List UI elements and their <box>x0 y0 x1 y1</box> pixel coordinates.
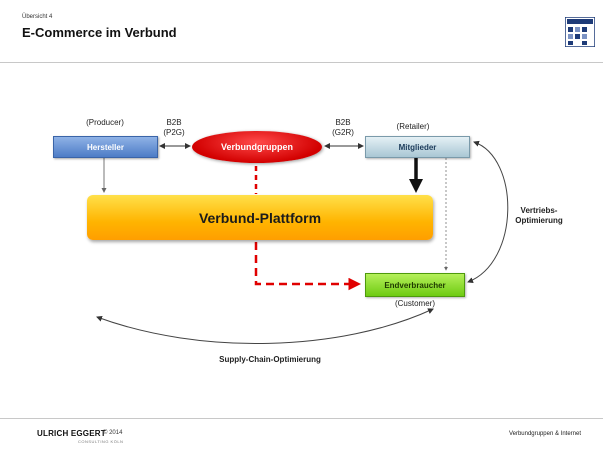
footer-brand: ULRICH EGGERT <box>37 429 106 438</box>
mitglieder-box: Mitglieder <box>365 136 470 158</box>
supply-chain-curve-arrow <box>96 308 434 345</box>
footer-divider <box>0 418 603 419</box>
vertriebs-line2: Optimierung <box>515 216 563 225</box>
plattform-dashed-arrow <box>254 242 361 291</box>
footer-brand-sub: CONSULTING KÖLN <box>78 439 124 444</box>
footer-right-text: Verbundgruppen & Internet <box>508 431 581 437</box>
customer-label: (Customer) <box>394 299 435 308</box>
grid-logo-icon <box>565 17 595 47</box>
producer-label: (Producer) <box>86 118 124 127</box>
endverbraucher-box: Endverbraucher <box>365 273 465 297</box>
vertriebs-optimierung-label: Vertriebs- Optimierung <box>498 206 580 226</box>
b2b-left-label: B2B (P2G) <box>156 118 192 138</box>
vertriebs-curve-arrow <box>467 140 509 283</box>
slide-label: Übersicht 4 <box>22 14 53 20</box>
b2b-right-line1: B2B <box>335 118 351 127</box>
footer-year: © 2014 <box>103 430 123 436</box>
hersteller-box: Hersteller <box>53 136 158 158</box>
b2b-left-line1: B2B <box>166 118 182 127</box>
page-title: E-Commerce im Verbund <box>22 25 177 40</box>
verbund-plattform-box: Verbund-Plattform <box>87 195 433 240</box>
supply-chain-label: Supply-Chain-Optimierung <box>219 355 321 364</box>
verbundgruppen-ellipse: Verbundgruppen <box>192 131 322 163</box>
b2b-right-label: B2B (G2R) <box>325 118 361 138</box>
vertriebs-line1: Vertriebs- <box>520 206 558 215</box>
b2b-left-line2: (P2G) <box>163 128 185 137</box>
retailer-label: (Retailer) <box>396 122 430 131</box>
b2b-right-line2: (G2R) <box>332 128 354 137</box>
header-divider <box>0 62 603 63</box>
